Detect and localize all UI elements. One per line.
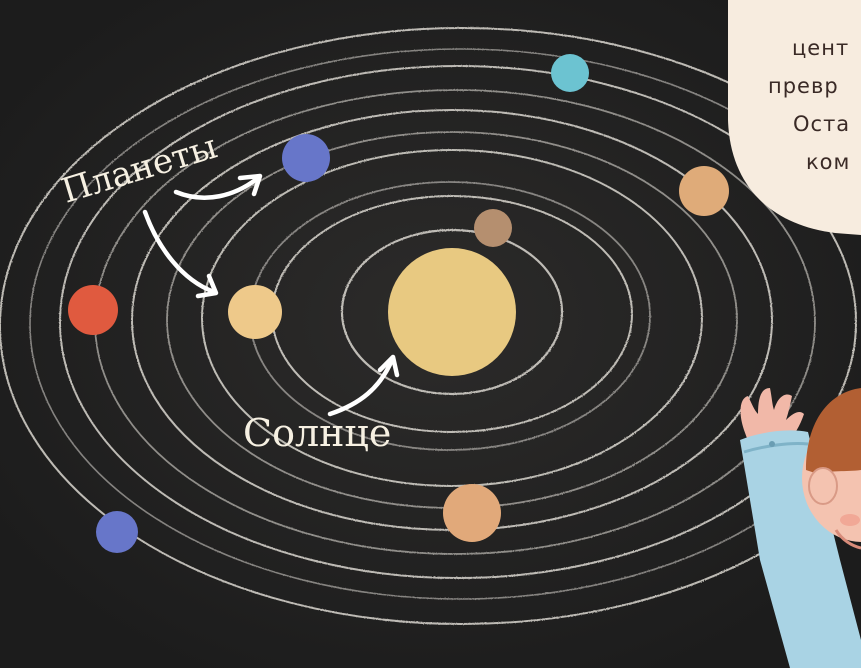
planet-red: [68, 285, 118, 335]
orbit-ring: [340, 228, 564, 396]
planets: [68, 54, 729, 553]
planet-peach-right: [679, 166, 729, 216]
orbit-ring: [29, 48, 861, 600]
sun: [388, 248, 516, 376]
sun-label: Солнце: [243, 411, 391, 455]
orbit-ring: [201, 149, 703, 487]
annotation-arrows: [142, 173, 400, 417]
arrow-to-sun-icon: [327, 354, 400, 417]
arrow-to-yellow-planet-icon: [142, 209, 219, 299]
bubble-line-2: превр: [768, 74, 839, 98]
orbit-ring: [0, 27, 861, 625]
bubble-line-1: цент: [792, 36, 849, 60]
planet-peach-bottom: [443, 484, 501, 542]
arm-sleeve: [740, 430, 861, 668]
bubble-line-4: ком: [806, 150, 850, 174]
planet-brown-small: [474, 209, 512, 247]
arrow-to-blue-planet-icon: [173, 173, 263, 200]
child-hair: [806, 388, 861, 474]
orbit-ring: [59, 65, 857, 579]
child-character: [740, 388, 861, 668]
planet-cyan: [551, 54, 589, 92]
planet-yellow: [228, 285, 282, 339]
speech-bubble: цент превр Оста ком: [728, 0, 861, 235]
bubble-line-3: Оста: [793, 112, 850, 136]
planet-blue-top: [282, 134, 330, 182]
planet-blue-bottom: [96, 511, 138, 553]
